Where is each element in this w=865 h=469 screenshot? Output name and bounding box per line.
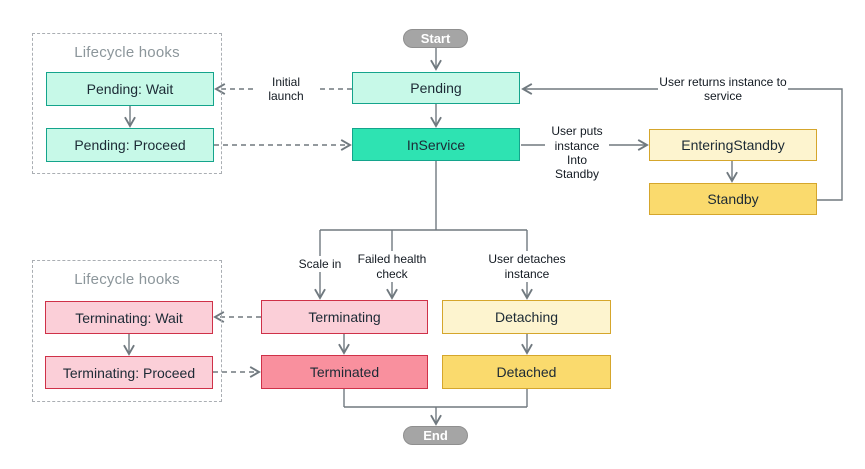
end-node: End: [403, 426, 468, 445]
edge-label-user-returns-instance-to-service: User returns instance to service: [658, 74, 788, 104]
state-detached: Detached: [442, 355, 611, 389]
state-terminating: Terminating: [261, 300, 428, 334]
lifecycle-hooks-group-bottom: Lifecycle hooks: [32, 260, 222, 402]
edge-label-initial-launch: Initial launch: [256, 74, 316, 104]
lifecycle-hooks-title: Lifecycle hooks: [74, 271, 180, 288]
edge-label-user-puts-instance-into-standby: User puts instance Into Standby: [545, 122, 609, 184]
hook-terminating-wait: Terminating: Wait: [45, 301, 213, 334]
lifecycle-hooks-title: Lifecycle hooks: [74, 44, 180, 61]
state-detaching: Detaching: [442, 300, 611, 334]
state-enteringstandby: EnteringStandby: [649, 129, 817, 161]
edge-label-failed-health-check: Failed health check: [355, 251, 429, 282]
edge-label-scale-in: Scale in: [293, 256, 347, 272]
hook-terminating-proceed: Terminating: Proceed: [45, 356, 213, 389]
start-node: Start: [403, 29, 468, 48]
hook-pending-proceed: Pending: Proceed: [46, 128, 214, 162]
hook-pending-wait: Pending: Wait: [46, 72, 214, 106]
state-standby: Standby: [649, 183, 817, 215]
lifecycle-hooks-group-top: Lifecycle hooks: [32, 33, 222, 174]
edge-label-user-detaches-instance: User detaches instance: [484, 251, 570, 282]
state-terminated: Terminated: [261, 355, 428, 389]
state-pending: Pending: [352, 72, 520, 104]
state-inservice: InService: [352, 128, 520, 161]
